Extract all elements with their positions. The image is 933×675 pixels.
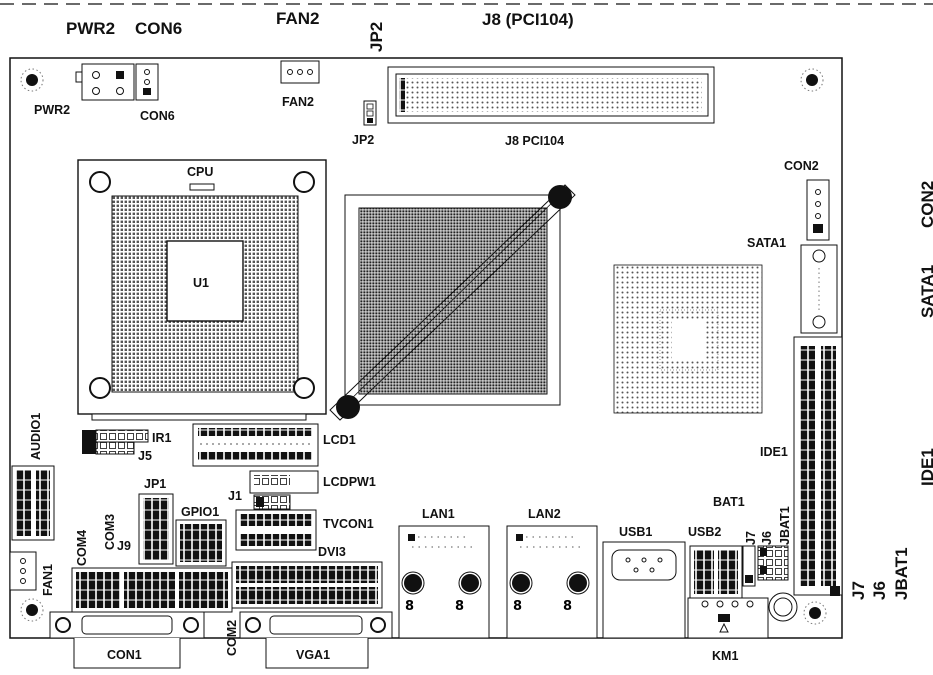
label-pwr2: PWR2 <box>34 103 70 117</box>
label-km1: KM1 <box>712 649 738 663</box>
vga1-connector <box>239 611 393 669</box>
outer-label-ide1: IDE1 <box>918 448 933 486</box>
label-vga1: VGA1 <box>296 648 330 662</box>
tvcon1-connector <box>235 509 317 551</box>
label-lan1: LAN1 <box>422 507 455 521</box>
label-j9: J9 <box>117 539 131 553</box>
label-fan1: FAN1 <box>41 564 55 596</box>
jp1-jumper <box>138 493 174 565</box>
outer-label-jp2: JP2 <box>367 22 386 52</box>
label-con1: CON1 <box>107 648 142 662</box>
northbridge-chip <box>329 184 576 421</box>
label-jbat1: JBAT1 <box>778 506 792 545</box>
label-usb2: USB2 <box>688 525 721 539</box>
outer-label-j6: J6 <box>870 581 889 600</box>
usb2-header <box>689 545 743 599</box>
con1-db9-connector <box>49 611 205 669</box>
ir1-j5-header <box>82 429 149 455</box>
usb1-connector <box>602 541 686 639</box>
dvi3-connector <box>231 561 383 609</box>
lan1-jack: 8 8 <box>398 525 490 639</box>
outer-label-j8: J8 (PCI104) <box>482 10 574 29</box>
fan2-connector <box>280 60 320 84</box>
mounting-hole-icon <box>20 68 827 625</box>
svg-text:8: 8 <box>513 599 522 614</box>
label-j6: J6 <box>760 531 774 545</box>
label-lcdpw1: LCDPW1 <box>323 475 376 489</box>
label-audio1: AUDIO1 <box>29 413 43 460</box>
lan2-jack: 8 8 <box>506 525 598 639</box>
svg-text:8: 8 <box>563 599 572 614</box>
outer-label-con2: CON2 <box>918 181 933 228</box>
km1-connector <box>687 597 769 639</box>
southbridge-chip <box>613 264 763 414</box>
svg-text:8: 8 <box>455 599 464 614</box>
label-dvi3: DVI3 <box>318 545 346 559</box>
outer-label-sata1: SATA1 <box>918 265 933 318</box>
label-fan2: FAN2 <box>282 95 314 109</box>
label-usb1: USB1 <box>619 525 652 539</box>
label-j8: J8 PCI104 <box>505 134 564 148</box>
com-headers <box>71 567 233 613</box>
label-j5: J5 <box>138 449 152 463</box>
label-j7: J7 <box>744 531 758 545</box>
gpio1-header <box>175 519 227 567</box>
label-tvcon1: TVCON1 <box>323 517 374 531</box>
lcdpw1-connector <box>249 470 319 494</box>
label-sata1: SATA1 <box>747 236 786 250</box>
ide-pin1-marker <box>830 586 840 596</box>
label-bat1: BAT1 <box>713 495 745 509</box>
label-jp2: JP2 <box>352 133 374 147</box>
outer-label-j7: J7 <box>849 581 868 600</box>
cpu-socket <box>77 159 327 421</box>
label-lan2: LAN2 <box>528 507 561 521</box>
con2-connector <box>806 179 830 241</box>
label-com4: COM4 <box>75 530 89 566</box>
sata1-connector <box>800 244 838 334</box>
outer-label-fan2: FAN2 <box>276 9 319 28</box>
label-com3: COM3 <box>103 514 117 550</box>
jp2-jumper <box>363 100 377 126</box>
label-com2: COM2 <box>225 620 239 656</box>
audio1-header <box>11 465 55 541</box>
outer-label-pwr2: PWR2 <box>66 19 115 38</box>
fan1-connector <box>9 551 37 591</box>
label-jp1: JP1 <box>144 477 166 491</box>
label-lcd1: LCD1 <box>323 433 356 447</box>
label-ir1: IR1 <box>152 431 172 445</box>
j1-jumper <box>253 494 291 510</box>
bat1-jumper-area <box>742 545 798 622</box>
ide1-connector <box>793 336 843 596</box>
outer-label-con6: CON6 <box>135 19 182 38</box>
label-cpu: CPU <box>187 165 213 179</box>
label-con6: CON6 <box>140 109 175 123</box>
lcd1-connector <box>192 423 319 467</box>
outer-label-jbat1: JBAT1 <box>892 547 911 600</box>
svg-text:8: 8 <box>405 599 414 614</box>
j8-pci104-connector <box>387 66 715 124</box>
label-gpio1: GPIO1 <box>181 505 219 519</box>
label-con2: CON2 <box>784 159 819 173</box>
label-j1: J1 <box>228 489 242 503</box>
con6-connector <box>135 63 159 101</box>
pwr2-connector <box>75 63 135 101</box>
label-u1: U1 <box>193 276 209 290</box>
label-ide1: IDE1 <box>760 445 788 459</box>
